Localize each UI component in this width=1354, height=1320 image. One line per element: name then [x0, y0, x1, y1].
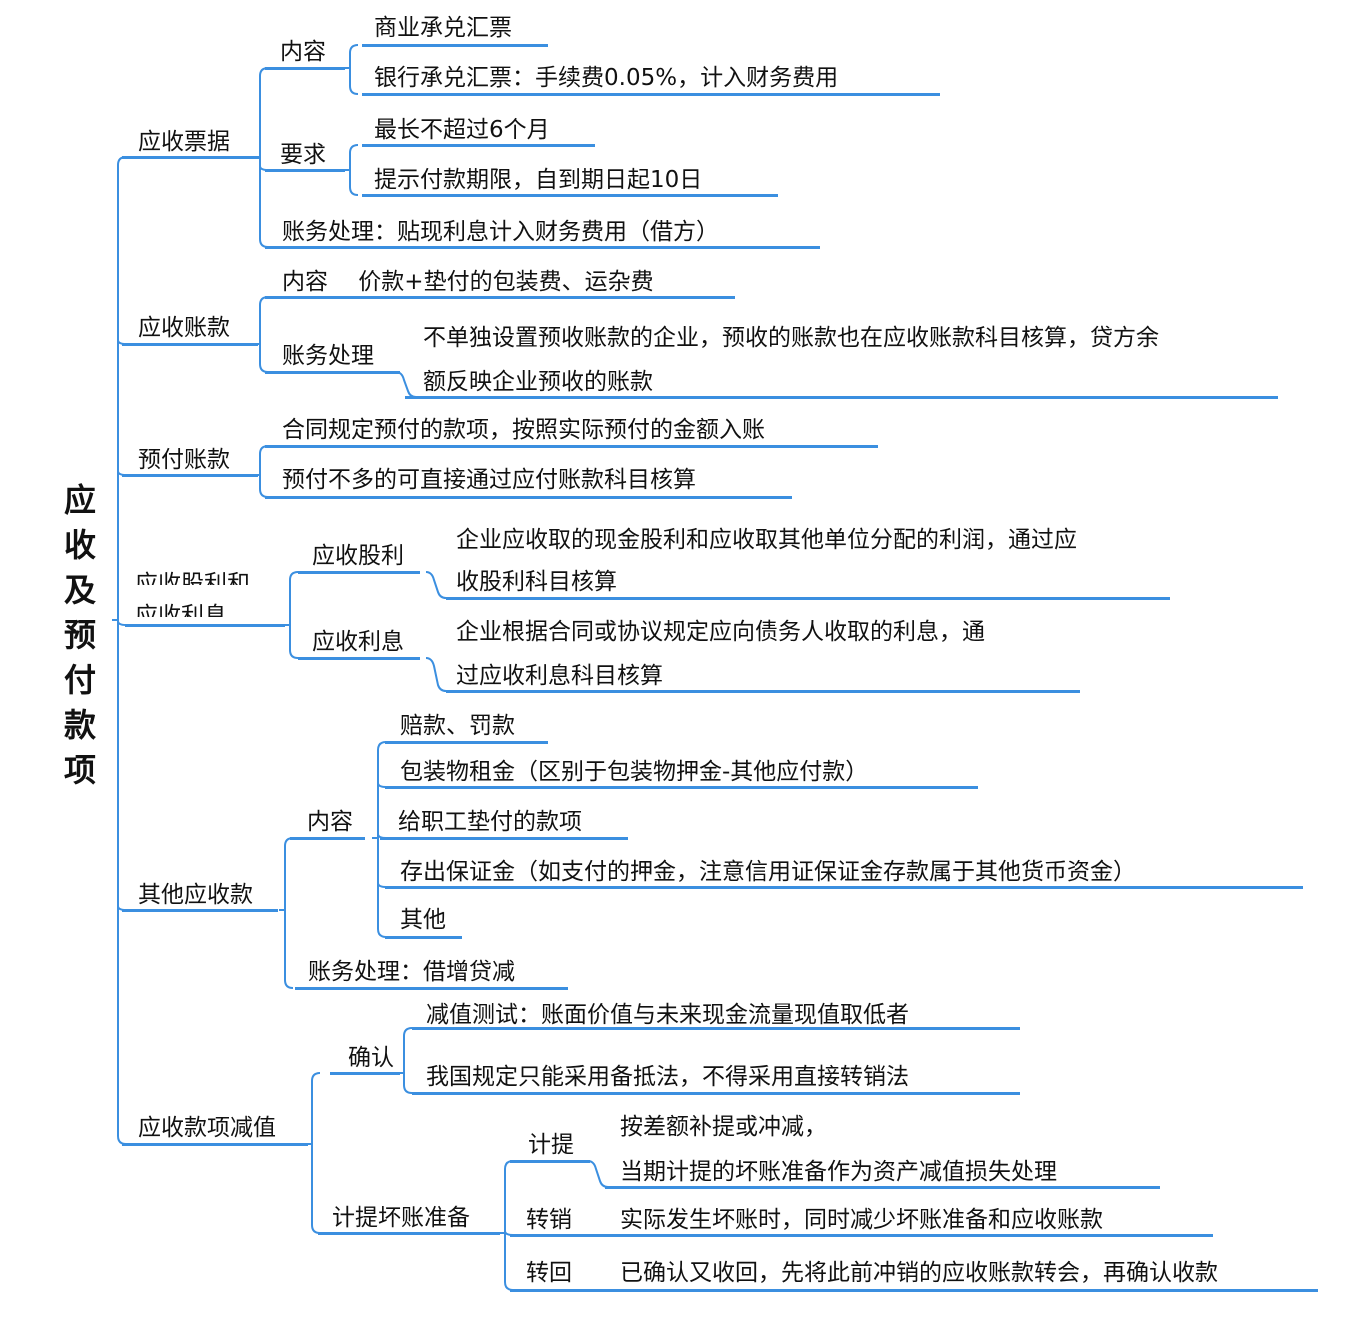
leaf-text: 收股利科目核算 [456, 569, 617, 595]
branch-underline [412, 1027, 1020, 1030]
node-prepayments-label: 预付账款 [138, 447, 230, 473]
node-content-label: 内容 [307, 809, 353, 835]
leaf-text: 内容 价款+垫付的包装费、运杂费 [282, 269, 654, 295]
branch-underline [330, 1072, 400, 1075]
branch-connector [425, 657, 447, 692]
leaf-text: 已确认又收回，先将此前冲销的应收账款转会，再确认收款 [620, 1260, 1218, 1286]
node-notes-receivable-label: 应收票据 [138, 129, 230, 155]
node-writeoff-label: 转销 [526, 1207, 572, 1233]
branch-connector [306, 1072, 321, 1234]
leaf-text: 给职工垫付的款项 [398, 809, 582, 835]
branch-underline [122, 1143, 308, 1146]
branch-underline [122, 343, 258, 346]
leaf-text: 赔款、罚款 [400, 713, 515, 739]
branch-underline [412, 1092, 1020, 1095]
branch-underline [265, 445, 878, 448]
node-other-receivables-label: 其他应收款 [138, 882, 253, 908]
leaf-text: 账务处理：借增贷减 [308, 959, 515, 985]
root-node: 应收及预付款项 [63, 481, 96, 789]
branch-underline [295, 987, 568, 990]
node-dividends-interest-label: 应收利息 [135, 603, 227, 617]
node-interest-label: 应收利息 [312, 629, 404, 655]
branch-connector [398, 1027, 413, 1094]
branch-underline [385, 886, 1303, 889]
node-accounts-receivable-label: 应收账款 [138, 315, 230, 341]
leaf-text: 当期计提的坏账准备作为资产减值损失处理 [620, 1159, 1057, 1185]
leaf-text: 企业根据合同或协议规定应向债务人收取的利息，通 [456, 619, 985, 645]
branch-underline [265, 169, 345, 172]
branch-underline [385, 936, 462, 939]
branch-underline [362, 194, 778, 197]
leaf-text: 实际发生坏账时，同时减少坏账准备和应收账款 [620, 1207, 1103, 1233]
branch-underline [362, 93, 940, 96]
branch-underline [510, 1234, 1213, 1237]
branch-connector [112, 156, 127, 1145]
branch-underline [122, 909, 278, 912]
leaf-text: 存出保证金（如支付的押金，注意信用证保证金存款属于其他货币资金） [400, 859, 1136, 885]
branch-underline [380, 837, 628, 840]
branch-underline [510, 1289, 1318, 1292]
branch-connector [344, 44, 359, 95]
branch-underline [122, 474, 258, 477]
branch-connector [254, 296, 269, 373]
branch-underline [265, 496, 792, 499]
branch-underline [265, 67, 345, 70]
branch-connector [425, 571, 447, 599]
node-recognition-label: 确认 [348, 1045, 394, 1071]
branch-underline [122, 156, 260, 159]
branch-connector [284, 571, 299, 659]
leaf-text: 减值测试：账面价值与未来现金流量现值取低者 [426, 1002, 909, 1028]
branch-underline [510, 1160, 590, 1163]
node-recovery-label: 转回 [526, 1260, 572, 1286]
branch-underline [446, 597, 1170, 600]
branch-underline [405, 396, 1278, 399]
branch-connector [587, 1160, 609, 1188]
leaf-text: 不单独设置预收账款的企业，预收的账款也在应收账款科目核算，贷方余 [423, 325, 1159, 351]
branch-underline [265, 371, 400, 374]
leaf-text: 提示付款期限，自到期日起10日 [374, 167, 703, 193]
branch-underline [446, 690, 1080, 693]
node-dividends-label: 应收股利 [312, 543, 404, 569]
branch-underline [290, 837, 365, 840]
leaf-text: 最长不超过6个月 [374, 117, 550, 143]
branch-underline [298, 657, 420, 660]
branch-underline [362, 144, 595, 147]
node-accounting-label: 账务处理 [282, 343, 374, 369]
node-requirement-label: 要求 [280, 142, 326, 168]
node-content-label: 内容 [280, 39, 326, 65]
leaf-text: 我国规定只能采用备抵法，不得采用直接转销法 [426, 1064, 909, 1090]
node-provision-label: 计提 [528, 1132, 574, 1158]
leaf-text: 银行承兑汇票：手续费0.05%，计入财务费用 [374, 65, 839, 91]
leaf-text: 商业承兑汇票 [374, 15, 512, 41]
leaf-text: 账务处理：贴现利息计入财务费用（借方） [282, 219, 719, 245]
node-impairment-label: 应收款项减值 [138, 1115, 276, 1141]
leaf-text: 额反映企业预收的账款 [423, 369, 653, 395]
branch-underline [362, 44, 548, 47]
branch-underline [298, 571, 420, 574]
branch-underline [125, 624, 285, 627]
branch-underline [318, 1232, 500, 1235]
leaf-text: 其他 [400, 907, 446, 933]
branch-connector [395, 371, 417, 398]
leaf-text: 企业应收取的现金股利和应收取其他单位分配的利润，通过应 [456, 527, 1077, 553]
leaf-text: 按差额补提或冲减， [620, 1114, 827, 1140]
branch-underline [385, 741, 548, 744]
branch-underline [265, 246, 820, 249]
branch-connector [344, 144, 359, 196]
branch-connector [279, 837, 294, 989]
branch-connector [499, 1160, 514, 1291]
leaf-text: 包装物租金（区别于包装物押金-其他应付款） [400, 759, 869, 785]
branch-underline [385, 786, 978, 789]
leaf-text: 过应收利息科目核算 [456, 663, 663, 689]
leaf-text: 合同规定预付的款项，按照实际预付的金额入账 [282, 417, 765, 443]
leaf-text: 预付不多的可直接通过应付账款科目核算 [282, 467, 696, 493]
node-bad-debt-label: 计提坏账准备 [332, 1205, 470, 1231]
node-dividends-interest-label: 应收股利和 [135, 571, 250, 585]
branch-underline [265, 296, 735, 299]
branch-underline [605, 1186, 1160, 1189]
branch-connector [254, 445, 269, 498]
